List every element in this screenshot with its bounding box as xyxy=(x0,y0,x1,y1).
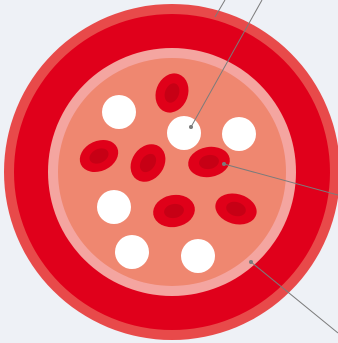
white-blood-cell xyxy=(97,190,131,224)
white-blood-cell xyxy=(167,116,201,150)
vessel xyxy=(4,4,338,340)
white-blood-cell xyxy=(222,117,256,151)
white-blood-cell xyxy=(115,235,149,269)
white-blood-cell xyxy=(181,239,215,273)
white-blood-cell xyxy=(102,95,136,129)
